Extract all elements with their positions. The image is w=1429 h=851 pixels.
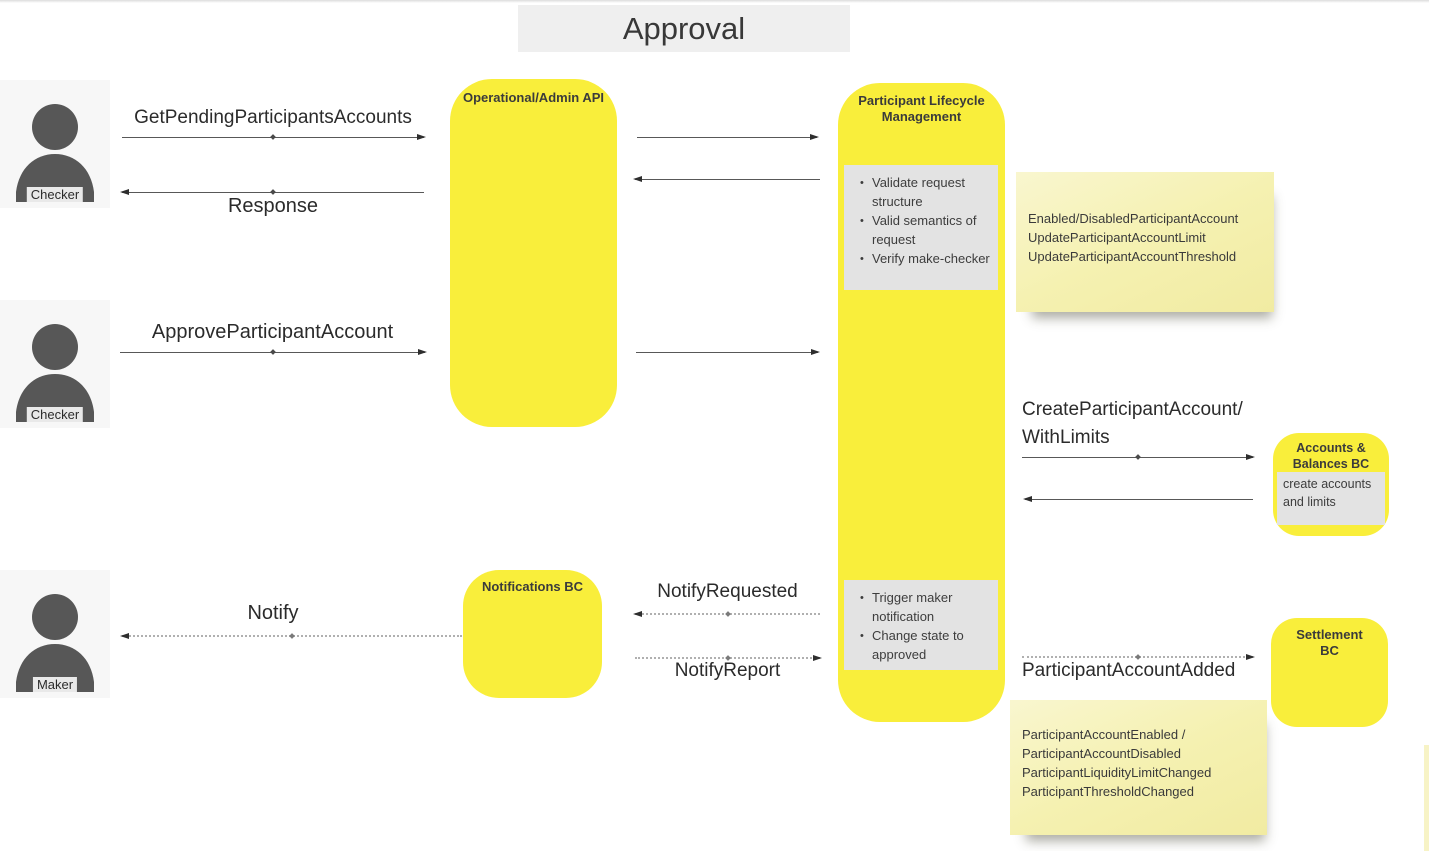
arrow-notify-requested [633,611,820,617]
note-line: ParticipantAccountDisabled [1022,746,1181,761]
note-line: ParticipantLiquidityLimitChanged [1022,765,1212,780]
arrow-midpoint [270,134,276,140]
box-settlement-bc: Settlement BC [1271,618,1388,727]
arrow-get-pending [122,134,426,140]
diagram-title: Approval [518,5,850,52]
step-item: Change state to approved [860,627,992,664]
actor-checker-2: Checker [0,300,110,428]
arrow-label-notify: Notify [247,602,299,624]
steps-list: Validate request structure Valid semanti… [844,165,998,269]
actor-label: Maker [32,677,78,692]
box-title: Operational/Admin API [462,90,605,105]
arrow-label-notify-report: NotifyReport [674,660,781,681]
actor-label: Checker [26,187,84,202]
arrow-midpoint [270,189,276,195]
arrow-response [120,189,424,195]
arrow-midpoint [269,349,276,355]
arrow-approve-participant-account [120,349,427,355]
arrow-accounts-response [1023,496,1253,502]
actor-maker: Maker [0,570,110,698]
arrow-midpoint [1134,654,1141,660]
step-item: Verify make-checker [860,250,992,269]
box-participant-lifecycle-management: Participant Lifecycle Management Validat… [838,83,1005,722]
plm-approval-steps: Trigger maker notification Change state … [844,580,998,670]
arrow-label-approve: ApproveParticipantAccount [151,321,394,343]
arrow-participant-account-added [1022,654,1255,660]
arrow-plm-to-api-response [633,176,820,182]
steps-list: Trigger maker notification Change state … [844,580,998,664]
step-item: Trigger maker notification [860,589,992,626]
arrow-label-line: CreateParticipantAccount/ [1022,399,1243,420]
actor-checker-1: Checker [0,80,110,208]
note-line: UpdateParticipantAccountLimit [1028,230,1206,245]
sticky-note-account-commands: Enabled/DisabledParticipantAccount Updat… [1016,172,1274,312]
arrow-label-create-account: CreateParticipantAccount/ WithLimits [1022,396,1243,452]
sticky-note-account-events: ParticipantAccountEnabled / ParticipantA… [1010,700,1267,835]
note-line: ParticipantAccountEnabled / [1022,727,1186,742]
arrow-label-response: Response [227,195,319,217]
accounts-note: create accounts and limits [1277,472,1385,525]
arrow-api-to-plm-request [637,134,819,140]
box-notifications-bc: Notifications BC [463,570,602,698]
arrow-label-line: WithLimits [1022,427,1110,448]
box-title: Accounts & Balances BC [1292,441,1370,471]
actor-label: Checker [26,407,84,422]
arrow-create-participant-account [1022,454,1255,460]
arrow-label-account-added: ParticipantAccountAdded [1022,660,1236,681]
step-item: Valid semantics of request [860,212,992,249]
note-line: UpdateParticipantAccountThreshold [1028,249,1237,264]
top-edge-shadow [0,0,1429,3]
arrow-midpoint [289,633,295,639]
clipped-sticky-note-edge [1424,745,1429,851]
arrow-midpoint [1134,454,1141,460]
step-item: Validate request structure [860,174,992,211]
arrow-midpoint [724,611,731,617]
arrow-api-to-plm-approve [636,349,820,355]
box-title: Settlement BC [1296,627,1363,658]
box-title: Notifications BC [481,579,584,594]
plm-validation-steps: Validate request structure Valid semanti… [844,165,998,290]
arrow-label-get-pending: GetPendingParticipantsAccounts [134,107,412,128]
arrow-notify [120,633,462,639]
note-line: ParticipantThresholdChanged [1022,784,1194,799]
box-title: Participant Lifecycle Management [858,93,985,124]
box-operational-admin-api: Operational/Admin API [450,79,617,427]
arrow-label-notify-requested: NotifyRequested [657,581,798,602]
note-line: Enabled/DisabledParticipantAccount [1028,211,1239,226]
arrow-notify-report [635,655,822,661]
box-accounts-balances-bc: Accounts & Balances BC create accounts a… [1273,433,1389,536]
